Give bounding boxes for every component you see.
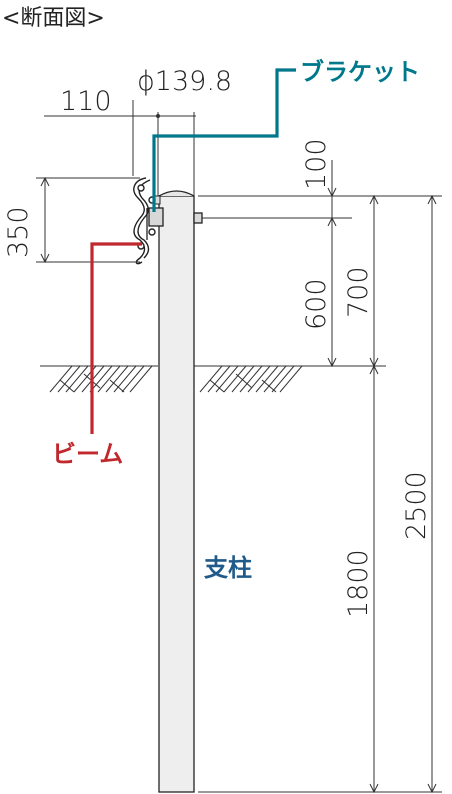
dim-2500: 2500	[401, 471, 432, 540]
dim-350: 350	[3, 206, 34, 258]
dim-110: 110	[60, 86, 112, 117]
post-pipe	[153, 190, 195, 793]
dim-100: 100	[301, 138, 332, 190]
dim-700: 700	[343, 266, 374, 318]
dim-600: 600	[301, 278, 332, 330]
dim-pipe-diameter: ϕ139.8	[137, 66, 232, 97]
beam-leader	[90, 242, 142, 434]
beam-label: ビーム	[52, 440, 123, 468]
bracket-label: ブラケット	[300, 58, 420, 86]
section-view-title: <断面図>	[2, 6, 105, 31]
bracket-leader	[152, 68, 296, 212]
bracket-shape	[146, 207, 203, 240]
dim-1800: 1800	[343, 549, 374, 618]
post-label: 支柱	[204, 554, 252, 582]
dimension-lines	[36, 100, 442, 794]
